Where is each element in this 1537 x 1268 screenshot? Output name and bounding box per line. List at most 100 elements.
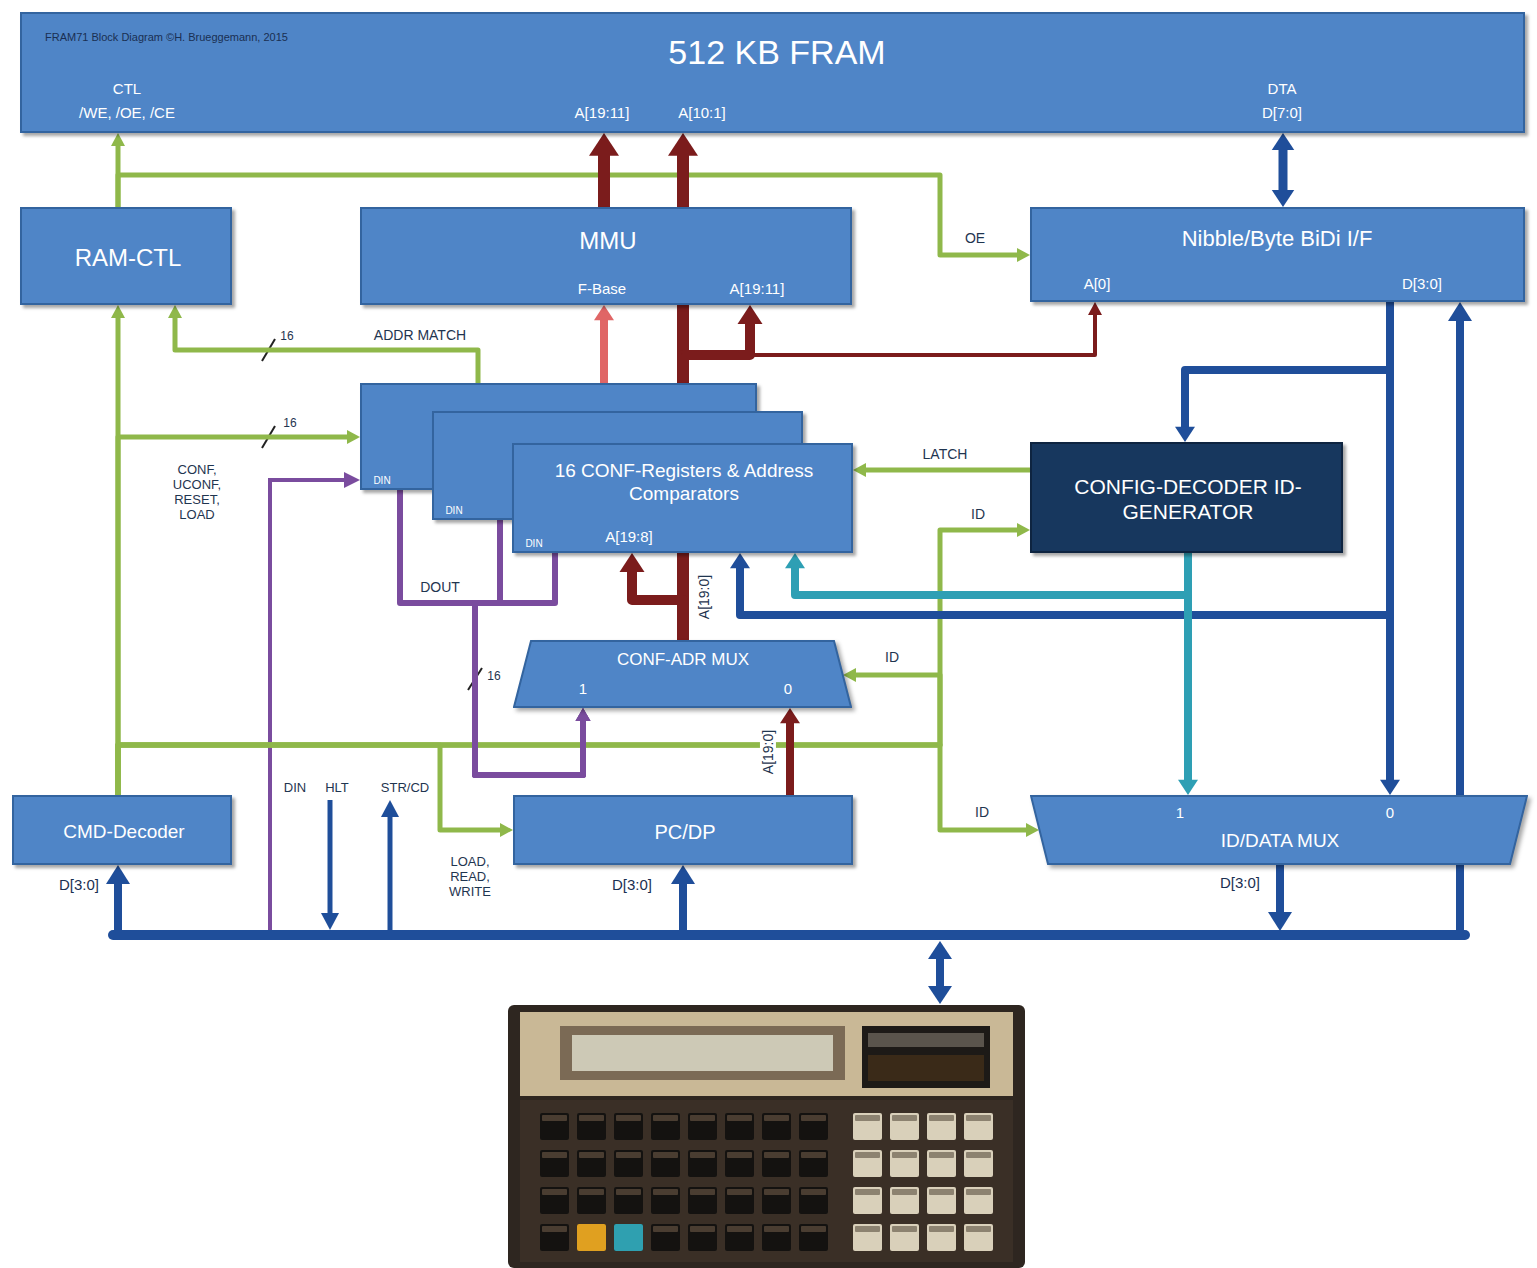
arrowhead: [1268, 912, 1292, 931]
arrowhead: [589, 133, 619, 156]
pin-label: D[3:0]: [59, 876, 99, 894]
connector-line: [118, 530, 1019, 795]
arrowhead: [321, 913, 339, 930]
arrowhead: [168, 305, 182, 318]
pin-label: /WE, /OE, /CE: [79, 104, 175, 122]
connector-label: LATCH: [920, 446, 971, 462]
box-title: CMD-Decoder: [63, 821, 184, 844]
trapezoid-shape: [514, 641, 851, 707]
arrowhead: [928, 986, 952, 1004]
signal-name: 16: [487, 670, 500, 684]
connector-label: CONF, UCONF, RESET, LOAD: [158, 463, 236, 523]
box-title: DIN: [445, 505, 462, 517]
process-box: RAM-CTL: [20, 207, 232, 305]
connector-line: [1279, 148, 1288, 192]
pin-label: 0: [784, 680, 792, 698]
connector: [168, 305, 478, 383]
connector-label: A[19:0]: [760, 727, 776, 777]
signal-name: 16: [280, 330, 293, 344]
arrowhead: [1088, 302, 1102, 315]
pin-label: D[7:0]: [1262, 104, 1302, 122]
connector-line: [795, 553, 1188, 595]
connector-label: ID: [882, 649, 902, 665]
pin-label: CTL: [113, 80, 141, 98]
connector-line: [600, 318, 608, 383]
connector-line: [786, 721, 794, 795]
calculator-panel: [520, 1012, 1013, 1096]
process-box: PC/DPD[3:0]: [513, 795, 853, 865]
display-frame: [560, 1026, 845, 1080]
pin-label: A[19:8]: [605, 528, 653, 546]
connector-label: A[19:0]: [696, 572, 712, 622]
bus-drop: [114, 882, 122, 930]
connector-line: [598, 154, 610, 207]
card-reader: [862, 1026, 990, 1088]
arrowhead: [344, 472, 360, 488]
arrowhead: [738, 305, 763, 324]
trapezoid-shape: [1031, 796, 1527, 864]
arrowhead: [620, 553, 645, 572]
connector-label: DOUT: [417, 579, 463, 595]
arrowhead: [1272, 190, 1295, 207]
box-title: RAM-CTL: [75, 244, 182, 273]
bus-link: [936, 956, 944, 989]
connector: [111, 305, 125, 795]
arrowhead: [730, 553, 750, 568]
signal-name: STR/CD: [381, 781, 429, 796]
pin-label: 0: [1386, 804, 1394, 822]
mux-trapezoid: CONF-ADR MUX10: [513, 640, 852, 708]
box-title: MMU: [579, 227, 636, 256]
connector-line: [118, 437, 349, 795]
box-title: 16 CONF-Registers & Address Comparators: [534, 460, 834, 506]
arrowhead: [1017, 523, 1030, 537]
pin-label: A[19:11]: [575, 104, 630, 122]
pin-label: 1: [579, 680, 587, 698]
connector: [118, 523, 1030, 795]
box-title: DIN: [373, 475, 390, 487]
process-box: CMD-DecoderD[3:0]: [12, 795, 232, 865]
bus-drop: [679, 882, 687, 930]
pin-label: D[3:0]: [1220, 874, 1260, 892]
box-title: Nibble/Byte BiDi I/F: [1182, 226, 1373, 252]
keyboard-area: [520, 1100, 1013, 1262]
arrowhead: [1178, 780, 1198, 795]
signal-name: 16: [283, 417, 296, 431]
pin-label: D[3:0]: [1402, 275, 1442, 293]
bus-line: [113, 930, 1465, 940]
arrowhead: [576, 708, 591, 721]
arrowhead: [111, 305, 125, 318]
connector: [589, 133, 619, 207]
card-reader-window: [868, 1055, 984, 1081]
connector-label: LOAD, READ, WRITE: [431, 855, 509, 900]
bus-drop: [1276, 865, 1284, 914]
connector-label: ADDR MATCH: [371, 327, 469, 343]
pin-label: A[0]: [1084, 275, 1111, 293]
connector-label: ID: [972, 804, 992, 820]
connector-line: [1185, 302, 1390, 429]
arrowhead: [576, 708, 591, 721]
arrowhead: [594, 305, 614, 320]
signal-name: DIN: [284, 781, 306, 796]
box-title: 512 KB FRAM: [668, 32, 885, 73]
box-title: ID/DATA MUX: [1221, 830, 1340, 853]
arrowhead: [111, 133, 125, 146]
pin-label: 1: [1176, 804, 1184, 822]
box-title: CONFIG-DECODER ID-GENERATOR: [1053, 474, 1323, 524]
mux-trapezoid: ID/DATA MUX10D[3:0]: [1030, 795, 1528, 865]
connector: [1175, 302, 1390, 442]
arrowhead: [853, 463, 866, 477]
decoder-box: CONFIG-DECODER ID-GENERATOR: [1030, 442, 1343, 553]
arrowhead: [1380, 780, 1400, 795]
arrowhead: [780, 708, 800, 723]
signal-line: [270, 480, 346, 930]
arrowhead: [1026, 823, 1039, 837]
connector-line: [632, 570, 683, 640]
box-title: PC/DP: [654, 820, 715, 844]
connector-label: OE: [962, 230, 988, 246]
pin-label: A[19:11]: [730, 280, 785, 298]
connector-label: ID: [968, 506, 988, 522]
pin-label: F-Base: [578, 280, 626, 298]
signal-line: [328, 800, 333, 915]
connector: [594, 305, 614, 383]
